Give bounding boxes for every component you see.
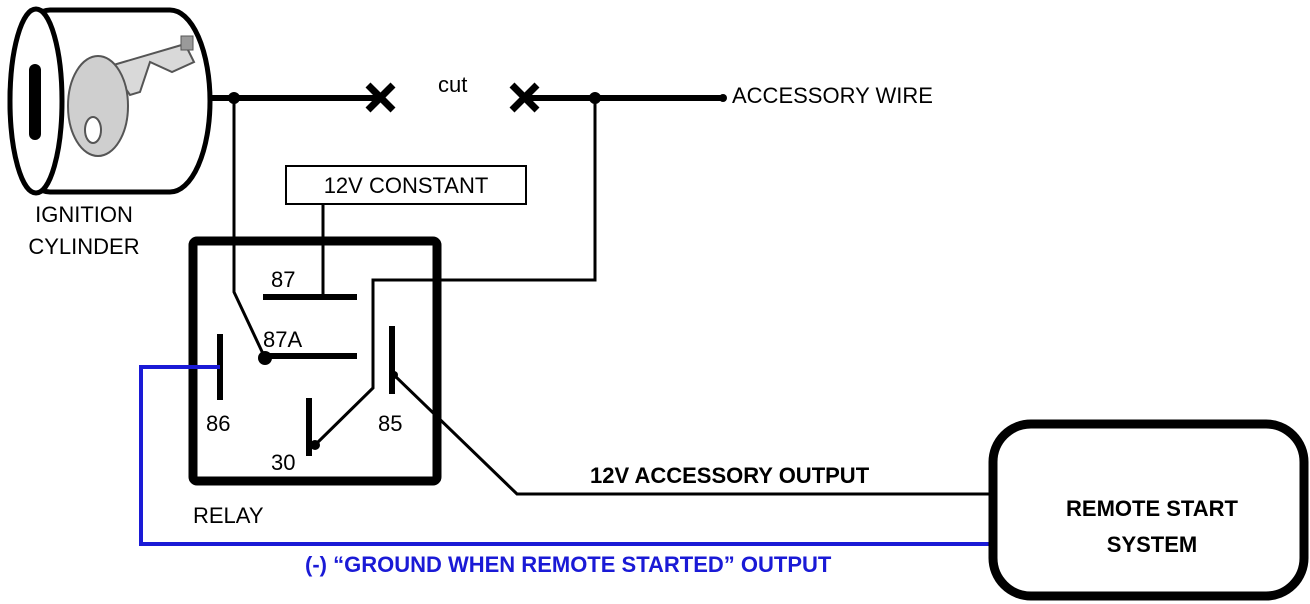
- pin-85-label: 85: [378, 411, 402, 436]
- accessory-wire-label: ACCESSORY WIRE: [732, 83, 933, 108]
- cut-label: cut: [438, 72, 467, 97]
- cut-mark-left: [365, 82, 396, 113]
- system-label: SYSTEM: [1107, 532, 1197, 557]
- remote-start-label: REMOTE START: [1066, 496, 1238, 521]
- cut-mark-right: [509, 82, 540, 113]
- cylinder-label: CYLINDER: [28, 234, 139, 259]
- key-icon: [67, 35, 196, 157]
- ignition-label: IGNITION: [35, 202, 133, 227]
- ground-wire: [139, 365, 1000, 546]
- pin-87-label: 87: [271, 267, 295, 292]
- pin-87a-label: 87A: [263, 327, 302, 352]
- accessory-wire-line: [210, 92, 727, 104]
- constant-box: [285, 165, 527, 205]
- constant-label: 12V CONSTANT: [324, 173, 489, 198]
- pin-30-label: 30: [271, 450, 295, 475]
- remote-start-box: [988, 419, 1309, 601]
- relay-wiring: [217, 98, 1000, 496]
- acc-output-label: 12V ACCESSORY OUTPUT: [590, 463, 870, 488]
- relay-box: [188, 236, 442, 486]
- ground-output-label: (-) “GROUND WHEN REMOTE STARTED” OUTPUT: [305, 552, 832, 577]
- relay-label: RELAY: [193, 503, 264, 528]
- pin-86-label: 86: [206, 411, 230, 436]
